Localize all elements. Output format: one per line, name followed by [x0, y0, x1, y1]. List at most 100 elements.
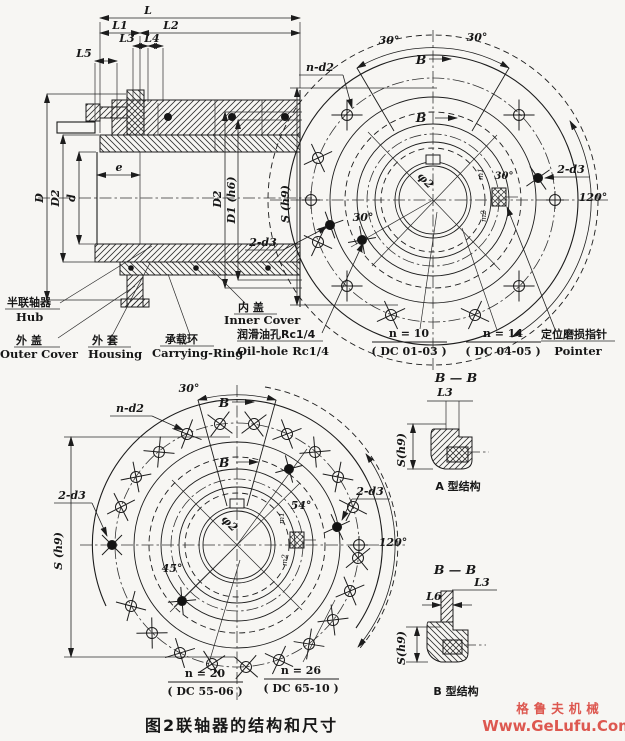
callout-n-d2: n-d2	[306, 61, 334, 74]
bolt-hole-symbol	[303, 143, 333, 173]
bolt-hole-symbol	[106, 492, 136, 522]
watermark: 格鲁夫机械 Www.GeLufu.Com	[482, 701, 625, 735]
bolt-hole-symbol	[335, 576, 365, 606]
plain-hole-symbol	[301, 190, 321, 210]
angle-label-120: 120°	[579, 191, 607, 204]
table2-model-range: ( DC 04-05 )	[465, 345, 540, 358]
bolt-dot	[164, 113, 172, 121]
callout-2-d3-right: 2-d3	[556, 163, 585, 176]
part-label-outer-cover-zh: 外 盖	[15, 333, 42, 347]
detail-b: B — B L3 L6 S(h9) B 型结构	[395, 562, 497, 698]
arc-30	[197, 394, 277, 401]
bolt-dot	[265, 265, 271, 271]
part-label-inner-cover-en: Inner Cover	[224, 313, 301, 327]
bolt-hole-symbol	[293, 628, 325, 660]
section-view: L L1 L2 L3 L4 L5 e D D2 d	[0, 4, 312, 361]
dim-label-L1: L1	[111, 19, 127, 32]
bolt-hole-symbol	[241, 411, 267, 437]
bolt-hole-symbol	[317, 604, 349, 636]
leader	[342, 74, 353, 109]
bolt-hole-symbol	[171, 418, 203, 450]
bolt-dot	[128, 265, 134, 271]
radial-30-left	[197, 399, 228, 507]
oil-hole-label-en: Oil-hole Rc1/4	[237, 344, 329, 358]
leader	[151, 415, 184, 431]
dim-label-e: e	[116, 161, 123, 174]
table3-model-range: ( DC 55-06 )	[167, 685, 242, 698]
dim-label-D1: D1 (h6)	[225, 176, 238, 224]
bolt-hole-symbol	[164, 637, 196, 669]
leader	[461, 227, 498, 331]
detail-a-caption: A 型结构	[435, 479, 480, 493]
part-label-housing-en: Housing	[88, 347, 142, 361]
leader-oil-hole	[321, 242, 364, 334]
bolt-dot	[193, 265, 199, 271]
dim-label-d: d	[65, 194, 78, 202]
leader	[302, 599, 336, 663]
bolt-hole-symbol	[460, 300, 490, 330]
notes-row: 润滑油孔Rc1/4 Oil-hole Rc1/4 n = 10 ( DC 01-…	[237, 327, 615, 358]
pointer-detail	[289, 531, 305, 549]
pointer-label-en: Pointer	[554, 344, 602, 358]
angle-label-30-right: 30°	[467, 31, 488, 44]
label-m2: m2	[479, 210, 488, 222]
dim-label-L3: L3	[118, 32, 135, 45]
bolt-hole-symbol	[135, 616, 169, 650]
part-label-carrying-ring-zh: 承载环	[165, 332, 198, 346]
callout-2-d3-left: 2-d3	[57, 489, 86, 502]
detail-b-title: B — B	[433, 562, 476, 577]
arc-30-30	[356, 47, 510, 69]
watermark-en: Www.GeLufu.Com	[482, 717, 625, 735]
inner-cover-band	[119, 261, 301, 276]
label-m1: m1	[277, 512, 286, 524]
lower-foot	[120, 298, 150, 308]
fitted-bolt-symbol	[323, 513, 351, 541]
detail-b-caption: B 型结构	[433, 684, 478, 698]
detail-b-stem	[440, 590, 454, 623]
table2-n-value: n = 14	[483, 327, 524, 340]
callout-n-d2: n-d2	[116, 402, 144, 415]
bolt-hole-symbol	[143, 436, 175, 468]
pointer-detail	[491, 187, 507, 207]
part-callouts: 半联轴器 Hub 外 盖 Outer Cover 外 套 Housing 承载环…	[0, 245, 301, 361]
pointer-label-zh: 定位磨损指针	[541, 327, 607, 341]
angle-label-30-inner-left: 30°	[353, 211, 374, 224]
diagonal-axis	[371, 134, 498, 267]
dim-label-D2-left: D2	[49, 189, 62, 208]
section-mark-B-mid: B	[218, 455, 230, 470]
dim-label-D: D	[33, 193, 46, 204]
radial-30-right	[246, 399, 277, 507]
detail-a-S-label: S(h9)	[395, 433, 408, 467]
bolt-hole-symbol	[271, 418, 303, 450]
housing-wall	[99, 134, 301, 153]
fitted-bolt-symbol	[347, 225, 377, 255]
dim-label-S: S (h9)	[52, 532, 65, 570]
diameter-dimensions: D D2 d D2 D1 (h6)	[33, 93, 302, 301]
front-view-1: 30° 30° 120° B B n-d2 2-d3 2-d3 S (h9) φ…	[237, 30, 615, 372]
radial-30-left	[356, 67, 395, 132]
leader	[207, 559, 241, 667]
oil-hole-label-zh: 润滑油孔Rc1/4	[237, 327, 316, 341]
detail-a-seal	[446, 446, 469, 463]
callout-2-d3-left: 2-d3	[248, 236, 277, 249]
dim-label-L4: L4	[143, 32, 159, 45]
dim-label-L2: L2	[162, 19, 179, 32]
section-mark-B-top: B	[415, 52, 427, 67]
bolt-hole-symbol	[120, 461, 152, 493]
watermark-zh: 格鲁夫机械	[516, 701, 604, 716]
bolt-hole-symbol	[330, 269, 364, 303]
fitted-bolt-symbol	[316, 211, 344, 239]
bolt-hole-symbol	[502, 269, 536, 303]
section-mark-B-mid: B	[415, 110, 427, 125]
part-label-hub-en: Hub	[16, 310, 43, 324]
label-m1: m1	[476, 168, 485, 180]
bolt-hole-symbol	[207, 411, 233, 437]
detail-b-L6: L6	[425, 590, 442, 603]
detail-a-title: B — B	[434, 370, 477, 385]
fitted-pin	[99, 106, 128, 119]
dim-label-L: L	[143, 4, 152, 17]
part-label-inner-cover-zh: 内 盖	[238, 300, 264, 314]
label-m2: m2	[280, 554, 289, 566]
